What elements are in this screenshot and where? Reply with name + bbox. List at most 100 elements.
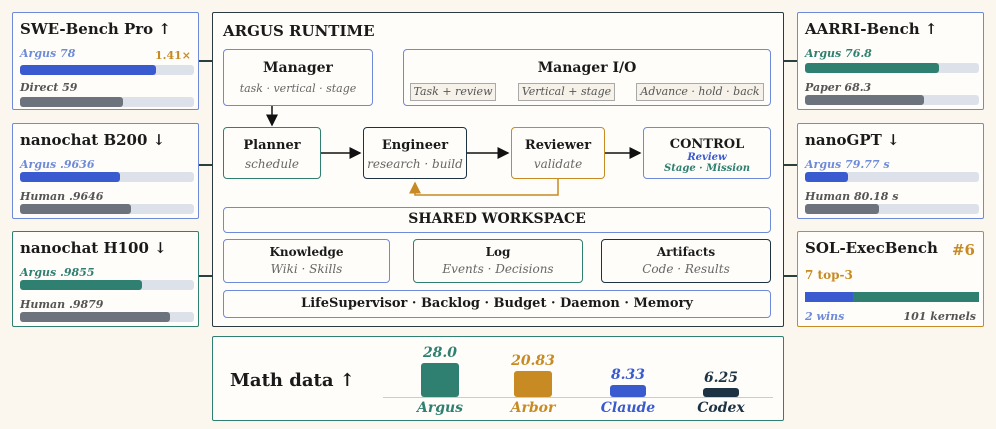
swe-direct-track [20, 97, 194, 107]
io-tag-task-review: Task + review [410, 83, 496, 101]
math-value-argus: 28.0 [422, 345, 458, 361]
manager-title: Manager [263, 60, 333, 76]
connector-aarri [783, 60, 797, 62]
aarri-paper-track [805, 95, 979, 105]
b200-title: nanochat B200 ↓ [20, 131, 166, 149]
math-value-codex: 6.25 [703, 369, 739, 386]
sol-execbench-card: SOL-ExecBench #6 7 top-3 2 wins 101 kern… [797, 231, 984, 327]
connector-b200 [198, 164, 212, 166]
artifacts-box: Artifacts Code · Results [601, 239, 771, 283]
control-box: CONTROL Review Stage · Mission [643, 127, 771, 179]
reviewer-subtitle: validate [533, 157, 583, 171]
argus-runtime-panel: ARGUS RUNTIME Manager task · vertical · … [212, 12, 784, 327]
control-title: CONTROL [669, 137, 745, 152]
planner-subtitle: schedule [244, 157, 300, 171]
io-tag-vertical-stage: Vertical + stage [518, 83, 615, 101]
engineer-subtitle: research · build [367, 157, 463, 171]
sol-wins-label: 2 wins [805, 310, 845, 323]
b200-human-bar [20, 204, 132, 214]
nanogpt-argus-track [805, 172, 979, 182]
math-value-claude: 8.33 [610, 367, 646, 384]
sol-wins-bar [805, 292, 854, 302]
connector-swe [198, 60, 212, 62]
b200-argus-label: Argus .9636 [20, 158, 95, 171]
io-tag-advance-hold-back: Advance · hold · back [636, 83, 764, 101]
artifacts-subtitle: Code · Results [642, 262, 730, 276]
connector-h100 [198, 275, 212, 277]
h100-human-label: Human .9879 [20, 298, 104, 311]
control-stage-mission: Stage · Mission [664, 163, 750, 174]
math-label-argus: Argus [416, 400, 464, 416]
nanogpt-argus-bar [805, 172, 849, 182]
swe-argus-label: Argus 78 [20, 47, 76, 60]
aarri-paper-bar [805, 95, 924, 105]
knowledge-subtitle: Wiki · Skills [270, 262, 343, 276]
swe-bench-card: SWE-Bench Pro ↑ Argus 78 1.41× Direct 59 [12, 12, 199, 110]
nanogpt-title: nanoGPT ↓ [805, 131, 900, 149]
knowledge-title: Knowledge [269, 245, 344, 259]
math-label-codex: Codex [697, 400, 745, 416]
math-bar-codex [703, 387, 739, 397]
math-value-arbor: 20.83 [511, 353, 555, 370]
nanochat-b200-card: nanochat B200 ↓ Argus .9636 Human .9646 [12, 123, 199, 219]
swe-direct-label: Direct 59 [20, 81, 78, 94]
artifacts-title: Artifacts [656, 245, 716, 259]
math-label-arbor: Arbor [510, 400, 556, 416]
swe-direct-bar [20, 97, 123, 107]
shared-workspace-bar: SHARED WORKSPACE [223, 207, 771, 233]
knowledge-box: Knowledge Wiki · Skills [223, 239, 390, 283]
math-bar-claude [610, 385, 646, 397]
swe-argus-bar [20, 65, 156, 75]
h100-argus-label: Argus .9855 [20, 266, 95, 279]
reviewer-title: Reviewer [524, 138, 592, 153]
h100-argus-track [20, 280, 194, 290]
reviewer-box: Reviewer validate [511, 127, 605, 179]
b200-argus-bar [20, 172, 120, 182]
workspace-title: SHARED WORKSPACE [408, 211, 586, 227]
h100-human-bar [20, 312, 170, 322]
math-title: Math data ↑ [230, 370, 355, 391]
swe-bench-title: SWE-Bench Pro ↑ [20, 20, 171, 38]
b200-human-track [20, 204, 194, 214]
aarri-bench-card: AARRI-Bench ↑ Argus 76.8 Paper 68.3 [797, 12, 984, 110]
aarri-argus-label: Argus 76.8 [805, 47, 872, 60]
manager-box: Manager task · vertical · stage [223, 49, 373, 106]
supervisor-text: LifeSupervisor · Backlog · Budget · Daem… [301, 296, 693, 311]
aarri-argus-track [805, 63, 979, 73]
aarri-title: AARRI-Bench ↑ [805, 20, 938, 38]
nanogpt-card: nanoGPT ↓ Argus 79.77 s Human 80.18 s [797, 123, 984, 219]
nanogpt-human-label: Human 80.18 s [805, 190, 899, 203]
flow-arrows [266, 106, 642, 196]
sol-title: SOL-ExecBench [805, 239, 938, 257]
h100-human-track [20, 312, 194, 322]
h100-argus-bar [20, 280, 142, 290]
supervisor-bar: LifeSupervisor · Backlog · Budget · Daem… [223, 290, 771, 318]
swe-argus-track [20, 65, 194, 75]
swe-multiplier: 1.41× [154, 49, 191, 62]
engineer-title: Engineer [381, 138, 449, 153]
manager-io-title: Manager I/O [537, 60, 637, 76]
control-review: Review [687, 152, 727, 163]
runtime-title: ARGUS RUNTIME [223, 22, 375, 40]
b200-argus-track [20, 172, 194, 182]
math-bar-arbor [514, 371, 552, 397]
nanochat-h100-card: nanochat H100 ↓ Argus .9855 Human .9879 [12, 231, 199, 327]
nanogpt-human-track [805, 204, 979, 214]
nanogpt-human-bar [805, 204, 880, 214]
h100-title: nanochat H100 ↓ [20, 239, 167, 257]
planner-box: Planner schedule [223, 127, 321, 179]
nanogpt-argus-label: Argus 79.77 s [805, 158, 890, 171]
aarri-argus-bar [805, 63, 939, 73]
manager-subtitle: task · vertical · stage [239, 82, 357, 95]
log-subtitle: Events · Decisions [442, 262, 554, 276]
planner-title: Planner [243, 138, 301, 153]
sol-kernels-bar [805, 292, 979, 302]
aarri-paper-label: Paper 68.3 [805, 81, 872, 94]
math-bar-argus [421, 363, 459, 397]
connector-nanogpt [783, 164, 797, 166]
sol-top3: 7 top-3 [805, 268, 853, 282]
sol-kernels-label: 101 kernels [903, 310, 976, 323]
math-baseline [383, 397, 773, 398]
